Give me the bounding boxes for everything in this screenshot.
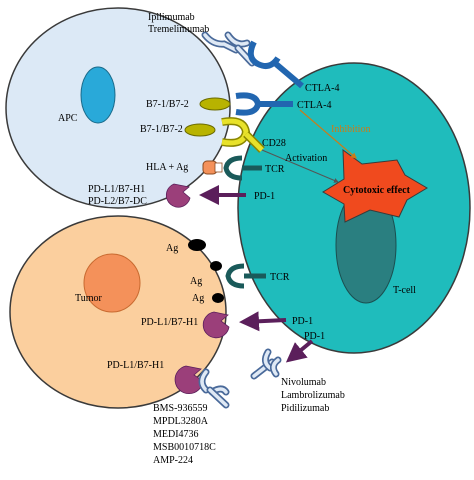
apc-nucleus <box>80 66 116 124</box>
b7-label-2: B7-1/B7-2 <box>140 124 183 135</box>
apc-cell <box>5 7 231 209</box>
ctla4-top-label: CTLA-4 <box>305 83 339 94</box>
cytotoxic-effect-shape <box>322 148 428 223</box>
antigen-dot-1 <box>188 239 206 251</box>
apc-label: APC <box>58 113 78 124</box>
cd28-receptor-icon <box>221 117 265 153</box>
antibody-top-1: Ipilimumab <box>148 12 195 23</box>
ag-label-3: Ag <box>192 293 204 304</box>
pd1-label-3: PD-1 <box>304 331 325 342</box>
inhibition-label: Inhibition <box>331 124 370 135</box>
tcr-label-2: TCR <box>270 272 290 283</box>
pd1-arrow-2 <box>239 311 287 332</box>
pd1-label-2: PD-1 <box>292 316 313 327</box>
pd1-arrow-3 <box>285 339 314 363</box>
cytotoxic-effect-label: Cytotoxic effect <box>343 185 411 196</box>
antibody-pdl1-2: MPDL3280A <box>153 416 209 427</box>
pdl2-apc-label: PD-L2/B7-DC <box>88 196 147 207</box>
pdl1-tumor-label-a: PD-L1/B7-H1 <box>141 317 198 328</box>
hla-label: HLA + Ag <box>146 162 188 173</box>
ctla4-label: CTLA-4 <box>297 100 331 111</box>
antigen-dot-2 <box>210 261 222 271</box>
tcr-receptor-top-icon <box>223 155 262 181</box>
pdl1-tumor-ligand-icon <box>202 311 230 339</box>
tcr-label-1: TCR <box>265 164 285 175</box>
tumor-label: Tumor <box>75 293 103 304</box>
b7-ligand-2-icon <box>184 123 216 137</box>
pdl1-apc-label: PD-L1/B7-H1 <box>88 184 145 195</box>
antibody-pd1-1: Nivolumab <box>281 377 326 388</box>
ctla4-receptor-top-icon <box>247 40 304 89</box>
ag-label-1: Ag <box>166 243 178 254</box>
ctla4-receptor-icon <box>235 92 293 116</box>
antibody-pd1-2: Lambrolizumab <box>281 390 345 401</box>
cd28-label: CD28 <box>262 138 286 149</box>
pdl1-tumor-label-b: PD-L1/B7-H1 <box>107 360 164 371</box>
antibody-pdl1-5: AMP-224 <box>153 455 193 466</box>
tumor-nucleus <box>83 253 141 313</box>
antibody-pdl1-4: MSB0010718C <box>153 442 216 453</box>
b7-label-1: B7-1/B7-2 <box>146 99 189 110</box>
activation-arrow <box>261 149 339 183</box>
antibody-pdl1-3: MEDI4736 <box>153 429 199 440</box>
tcr-receptor-tumor-icon <box>225 263 266 289</box>
b7-ligand-1-icon <box>199 97 231 111</box>
hla-ag-icon <box>202 160 223 175</box>
anti-pdl1-antibody-icon <box>198 368 230 409</box>
antibody-top-2: Tremelimumab <box>148 24 209 35</box>
pdl1-apc-ligand-icon <box>165 183 191 208</box>
activation-label: Activation <box>285 153 327 164</box>
tcell-label: T-cell <box>393 285 416 296</box>
ag-label-2: Ag <box>190 276 202 287</box>
anti-ctla4-antibody-icon <box>201 31 256 67</box>
antigen-dot-3 <box>212 293 224 303</box>
inhibition-arrow <box>299 109 357 159</box>
pd1-label-1: PD-1 <box>254 191 275 202</box>
antibody-pd1-3: Pidilizumab <box>281 403 329 414</box>
anti-pd1-antibody-icon <box>250 348 282 380</box>
antibody-pdl1-1: BMS-936559 <box>153 403 207 414</box>
tumor-cell <box>9 215 227 409</box>
